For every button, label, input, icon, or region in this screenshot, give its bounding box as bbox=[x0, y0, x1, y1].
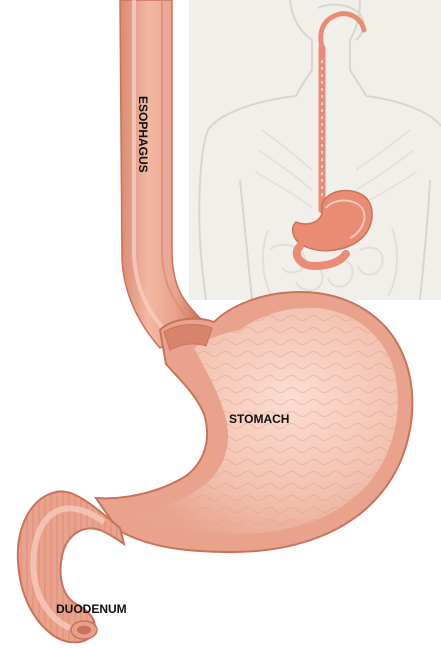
esophagus bbox=[120, 0, 200, 348]
label-esophagus: ESOPHAGUS bbox=[136, 96, 150, 173]
inset-body-panel bbox=[189, 0, 441, 300]
label-duodenum: DUODENUM bbox=[56, 602, 127, 616]
label-stomach: STOMACH bbox=[229, 412, 289, 426]
inset-background bbox=[189, 0, 441, 300]
duodenum-cut-end-inner bbox=[77, 626, 91, 635]
